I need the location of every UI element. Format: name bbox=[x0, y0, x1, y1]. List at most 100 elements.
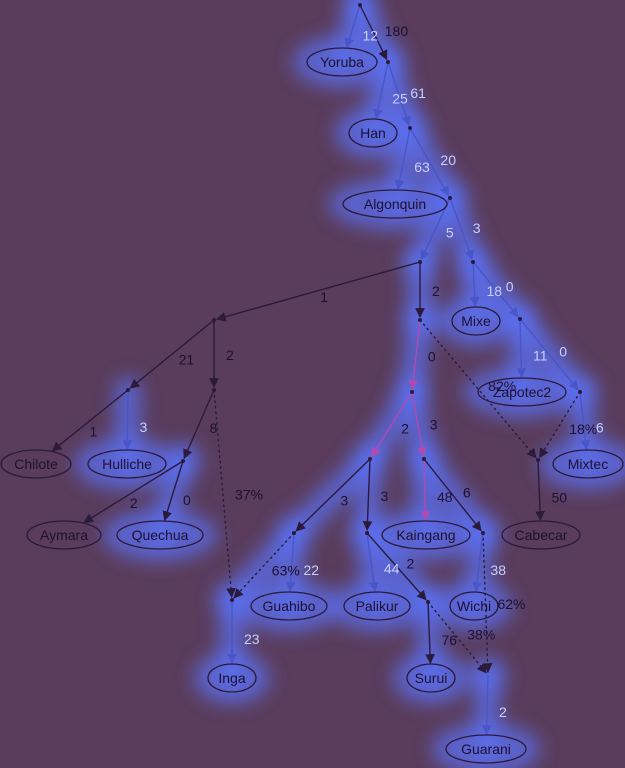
edge-n9-n21 bbox=[419, 319, 537, 459]
edge-label: 180 bbox=[385, 23, 409, 39]
edge-n2-algonquin bbox=[394, 127, 411, 191]
node-outline bbox=[552, 449, 624, 479]
node-mixtec[interactable]: Mixtec bbox=[552, 449, 624, 479]
edge-label: 38 bbox=[490, 562, 506, 578]
node-outline bbox=[477, 377, 567, 407]
edge-n13-n14 bbox=[371, 391, 413, 458]
node-outline bbox=[381, 520, 471, 550]
node-algonquin[interactable]: Algonquin bbox=[342, 189, 448, 219]
edge-n3-n5 bbox=[449, 197, 474, 261]
junction-point bbox=[181, 459, 185, 463]
node-inga[interactable]: Inga bbox=[207, 663, 257, 693]
edge-label: 0 bbox=[506, 279, 514, 295]
edge-label: 50 bbox=[551, 489, 567, 505]
node-guahibo[interactable]: Guahibo bbox=[250, 591, 328, 621]
node-label: Aymara bbox=[40, 527, 88, 543]
edge-n18-palikur bbox=[366, 532, 379, 593]
edge-label: 3 bbox=[380, 488, 388, 504]
edge-label: 2 bbox=[226, 347, 234, 363]
junction-point bbox=[448, 196, 452, 200]
edge-label: 5 bbox=[446, 225, 454, 241]
node-label: Han bbox=[360, 125, 386, 141]
edge-label: 8 bbox=[209, 420, 217, 436]
edge-n13-n15 bbox=[411, 391, 427, 458]
node-hulliche[interactable]: Hulliche bbox=[87, 449, 167, 479]
node-label: Wichi bbox=[457, 598, 491, 614]
edge-label: 37% bbox=[235, 486, 263, 502]
node-label: Mixe bbox=[461, 313, 491, 329]
node-label: Kaingang bbox=[396, 527, 455, 543]
node-surui[interactable]: Surui bbox=[406, 663, 456, 693]
node-outline bbox=[501, 520, 581, 550]
edge-n21-cabecar bbox=[535, 459, 545, 521]
edge-n14-n18 bbox=[362, 458, 373, 531]
edge-n6-zapotec2 bbox=[516, 318, 527, 378]
node-quechua[interactable]: Quechua bbox=[116, 520, 204, 550]
node-kaingang[interactable]: Kaingang bbox=[381, 520, 471, 550]
junction-point bbox=[408, 126, 412, 130]
node-aymara[interactable]: Aymara bbox=[26, 520, 102, 550]
edge-n20-surui bbox=[425, 601, 435, 664]
edge-label: 6 bbox=[463, 484, 471, 500]
junction-point bbox=[358, 3, 362, 7]
edge-layer bbox=[51, 4, 591, 735]
node-zapotec2[interactable]: Zapotec2 bbox=[477, 377, 567, 407]
node-label: Quechua bbox=[132, 527, 189, 543]
junction-point bbox=[578, 390, 582, 394]
edge-n19-n22 bbox=[482, 532, 493, 673]
node-label: Chilote bbox=[14, 456, 58, 472]
node-palikur[interactable]: Palikur bbox=[343, 591, 411, 621]
edge-n7-n21 bbox=[538, 391, 581, 459]
edge-n19-wichi bbox=[472, 532, 484, 593]
junction-point bbox=[212, 318, 216, 322]
edge-label: 22 bbox=[303, 562, 319, 578]
node-guarani[interactable]: Guarani bbox=[445, 734, 527, 764]
edge-label: 12 bbox=[362, 27, 378, 43]
junction-point bbox=[418, 260, 422, 264]
edge-label: 76 bbox=[441, 632, 457, 648]
edge-n8-n10 bbox=[129, 319, 215, 389]
node-outline bbox=[87, 449, 167, 479]
node-outline bbox=[449, 591, 499, 621]
node-label: Palikur bbox=[356, 598, 399, 614]
edge-label: 6 bbox=[596, 419, 604, 435]
node-yoruba[interactable]: Yoruba bbox=[306, 47, 378, 77]
junction-point bbox=[418, 318, 422, 322]
edge-n1-han bbox=[373, 61, 389, 120]
edge-n12-aymara bbox=[83, 460, 184, 524]
edge-label: 21 bbox=[179, 352, 195, 368]
edge-n20-n22 bbox=[427, 601, 487, 674]
junction-point bbox=[386, 60, 390, 64]
node-chilote[interactable]: Chilote bbox=[0, 449, 72, 479]
edge-label: 23 bbox=[244, 631, 260, 647]
node-outline bbox=[445, 734, 527, 764]
node-outline bbox=[348, 118, 398, 148]
edge-label: 44 bbox=[384, 561, 400, 577]
node-mixe[interactable]: Mixe bbox=[451, 306, 501, 336]
edge-label: 3 bbox=[139, 419, 147, 435]
edge-label: 82% bbox=[488, 378, 516, 394]
junction-point bbox=[365, 531, 369, 535]
edge-label: 0 bbox=[559, 344, 567, 360]
node-cabecar[interactable]: Cabecar bbox=[501, 520, 581, 550]
edge-label: 1 bbox=[90, 424, 98, 440]
node-han[interactable]: Han bbox=[348, 118, 398, 148]
edge-label: 0 bbox=[183, 492, 191, 508]
edge-root-yoruba bbox=[344, 4, 361, 49]
edge-n17-n16 bbox=[233, 532, 295, 599]
edge-n11-n12 bbox=[183, 389, 215, 460]
node-outline bbox=[343, 591, 411, 621]
node-wichi[interactable]: Wichi bbox=[449, 591, 499, 621]
junction-point bbox=[422, 457, 426, 461]
edge-n5-mixe bbox=[469, 261, 480, 307]
junction-point bbox=[230, 598, 234, 602]
junction-point bbox=[426, 600, 430, 604]
edge-label: 11 bbox=[533, 347, 548, 363]
edge-n12-quechua bbox=[162, 460, 184, 522]
node-label: Yoruba bbox=[320, 54, 364, 70]
node-label: Algonquin bbox=[364, 196, 426, 212]
node-outline bbox=[451, 306, 501, 336]
edge-label: 2 bbox=[406, 556, 414, 572]
